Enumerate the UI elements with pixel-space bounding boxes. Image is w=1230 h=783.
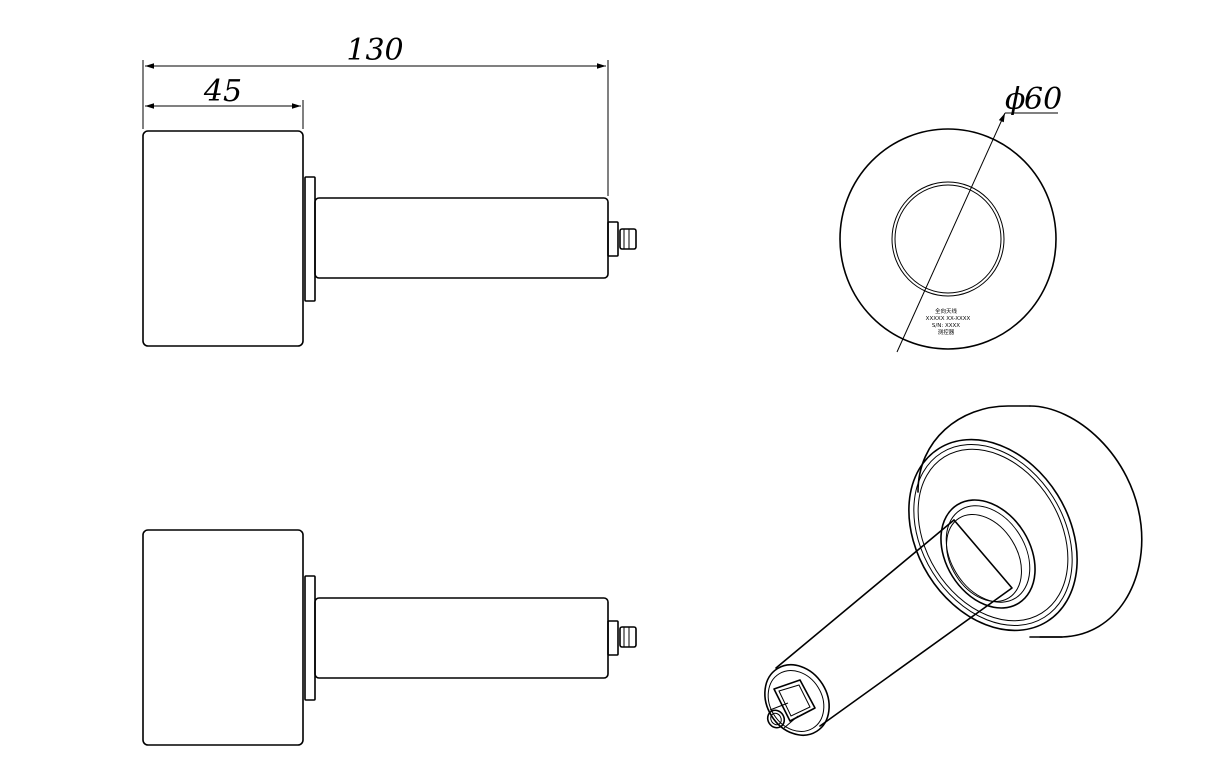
nameplate-text: 全向天线 XXXXX XX-XXXX S/N: XXXX 测控器	[926, 307, 971, 336]
svg-text:S/N: XXXX: S/N: XXXX	[932, 323, 960, 329]
front-view	[142, 130, 637, 347]
top-view	[142, 529, 637, 746]
side-view: ϕ 60 全向天线 XXXXX XX-XXXX S/N: XXXX 测控器	[839, 82, 1062, 353]
svg-text:XXXXX XX-XXXX: XXXXX XX-XXXX	[926, 316, 971, 322]
dimension-diameter-label: 60	[1024, 82, 1062, 117]
dimension-45-label: 45	[203, 74, 242, 109]
dimension-diameter-symbol: ϕ	[1005, 82, 1025, 117]
svg-text:测控器: 测控器	[938, 328, 955, 336]
dimension-130-label: 130	[346, 33, 403, 68]
svg-text:全向天线: 全向天线	[935, 307, 958, 315]
isometric-view	[764, 405, 1143, 736]
dimension-130: 130	[142, 33, 609, 196]
dimension-45: 45	[145, 74, 304, 129]
